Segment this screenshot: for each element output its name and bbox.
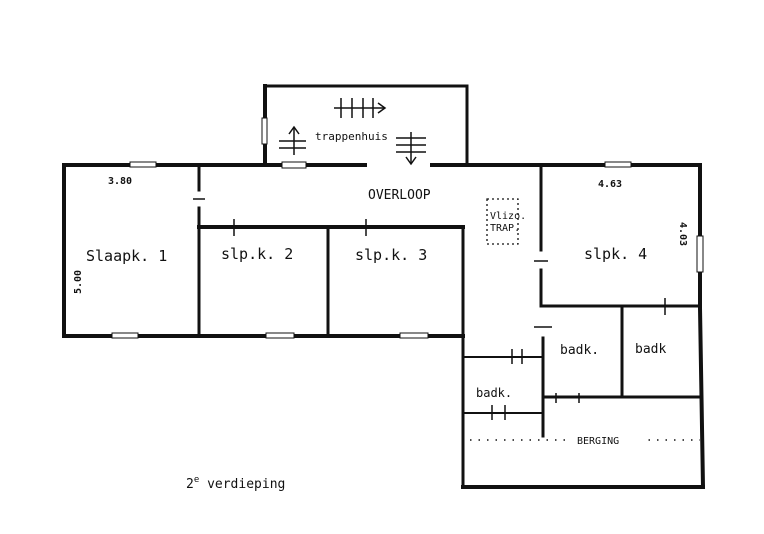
- floor-title: 2e verdieping: [186, 475, 285, 492]
- stair-right-arrowhead: [405, 156, 417, 166]
- window-slpk4-right: [696, 235, 704, 273]
- doors: [193, 198, 666, 420]
- walls: [62, 84, 706, 490]
- window-slaapk1-bottom: [111, 332, 139, 339]
- window-slpk3-bottom: [399, 332, 429, 339]
- floor-title-number: 2: [186, 477, 194, 492]
- floor-title-text: verdieping: [199, 477, 285, 492]
- room-label-badk-right: badk: [635, 342, 666, 357]
- room-label-badk-mid: badk.: [560, 343, 599, 358]
- vlizo-trap-box: [486, 198, 519, 245]
- dim-slpk4-width: 4.63: [598, 179, 622, 190]
- dim-slaapk1-depth: 5.00: [73, 270, 84, 294]
- room-label-slaapk1: Slaapk. 1: [86, 247, 167, 265]
- room-label-berging: BERGING: [577, 436, 619, 447]
- windows: [111, 117, 704, 339]
- room-label-vlizo-2: TRAP.: [490, 223, 520, 234]
- room-label-badk-left: badk.: [476, 386, 512, 400]
- floor-title-suffix: e: [194, 475, 199, 485]
- room-label-slpk3: slp.k. 3: [355, 246, 427, 264]
- stair-left-arrowhead: [288, 125, 300, 135]
- window-slpk4-top: [604, 161, 632, 168]
- window-slpk2-bottom: [265, 332, 295, 339]
- room-label-slpk2: slp.k. 2: [221, 245, 293, 263]
- room-label-overloop: OVERLOOP: [368, 188, 431, 203]
- window-stair-left: [261, 117, 268, 145]
- dim-slpk4-depth: 4.03: [677, 222, 688, 246]
- window-overloop-top: [281, 161, 307, 169]
- berging-label-mask: [570, 434, 646, 446]
- room-label-vlizo-1: Vlizo.: [490, 211, 526, 222]
- room-label-trappenhuis: trappenhuis: [315, 130, 388, 143]
- window-slaapk1-top: [129, 161, 157, 168]
- stair-top-arrowhead: [377, 102, 387, 114]
- dim-slaapk1-width: 3.80: [108, 176, 132, 187]
- room-label-slpk4: slpk. 4: [584, 245, 647, 263]
- stairs: [279, 98, 426, 166]
